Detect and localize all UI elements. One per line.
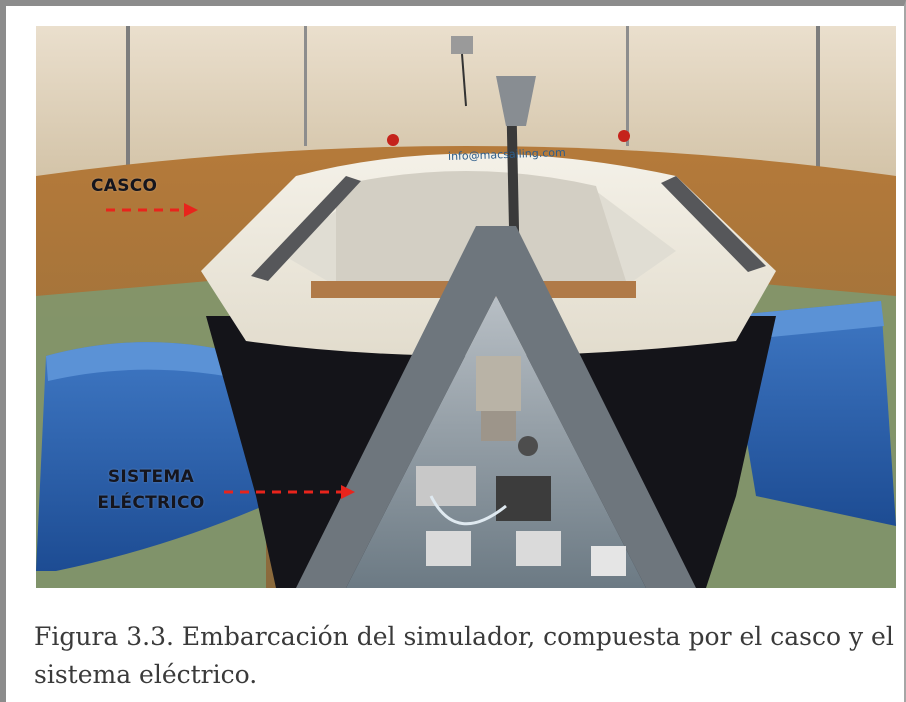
electrical-arrowhead <box>341 485 355 499</box>
electrical-label-line1: SISTEMA <box>107 467 195 487</box>
figure-caption: Figura 3.3. Embarcación del simulador, c… <box>34 622 894 689</box>
electrical-label-line2: ELÉCTRICO <box>97 493 205 513</box>
electrical-system-label: SISTEMA ELÉCTRICO <box>76 464 226 516</box>
boat-photo: info@macsailing.com CASCO SISTEMA ELÉCTR… <box>36 26 896 588</box>
boat-illustration <box>36 26 896 588</box>
hull-label: CASCO <box>91 176 158 196</box>
hull-arrowhead <box>184 203 198 217</box>
